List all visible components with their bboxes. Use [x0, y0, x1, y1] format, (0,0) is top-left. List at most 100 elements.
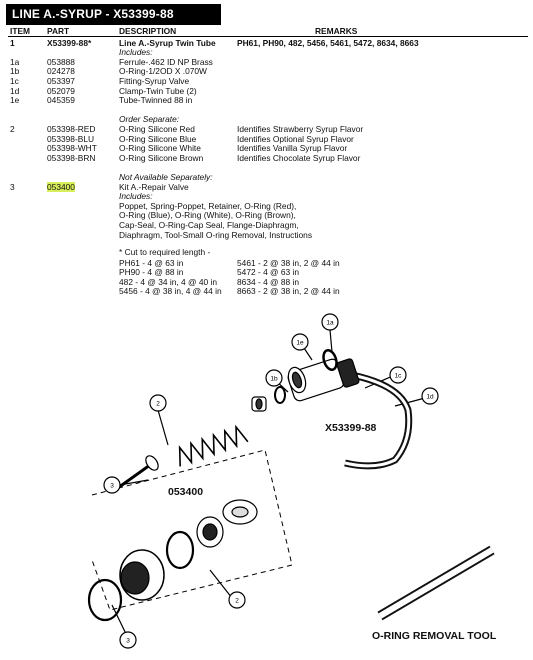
flange-center [231, 506, 249, 518]
table-cell-desc: O-Ring Silicone Blue [119, 133, 197, 144]
leader-line [329, 329, 333, 353]
small-o-ring [274, 386, 286, 404]
callout-3-bottom [119, 631, 137, 649]
cut-length-entry: 8634 - 4 @ 88 in [237, 276, 300, 287]
table-cell-desc: O-Ring (Blue), O-Ring (White), O-Ring (B… [119, 210, 296, 221]
cut-note: * Cut to required length - [119, 247, 211, 258]
poppet-head [145, 455, 159, 471]
assembly-label: X53399-88 [325, 422, 377, 434]
fitting-bore [291, 371, 303, 389]
callout-label: 1b [270, 376, 278, 383]
callout-1e [291, 333, 309, 351]
callout-1a [321, 313, 339, 331]
callout-label: 1d [426, 394, 434, 401]
table-cell-part: 024278 [47, 66, 75, 77]
o-ring-bottom [87, 578, 123, 622]
cut-length-entry: 8663 - 2 @ 38 in, 2 @ 44 in [237, 286, 340, 297]
table-cell-desc: Includes: [119, 191, 153, 202]
table-cell-desc: O-Ring Silicone Red [119, 123, 195, 134]
table-cell-desc: Not Available Separately: [119, 171, 213, 182]
twin-tube-highlight [344, 373, 411, 468]
callout-1c [389, 366, 407, 384]
leader-line [394, 397, 426, 407]
callout-label: 2 [235, 598, 239, 605]
table-cell-part: 053400 [47, 181, 75, 193]
header-remarks: REMARKS [315, 26, 358, 36]
callout-label: 1c [395, 373, 403, 380]
table-cell-desc: Fitting-Syrup Valve [119, 75, 190, 86]
table-cell-desc: Poppet, Spring-Poppet, Retainer, O-Ring … [119, 200, 297, 211]
retainer-hole [255, 398, 263, 410]
cut-length-entry: 5456 - 4 @ 38 in, 4 @ 44 in [119, 286, 222, 297]
leader-line [209, 569, 233, 599]
table-cell-desc: O-Ring Silicone White [119, 143, 201, 154]
table-cell-item: 1e [10, 95, 20, 106]
header-description: DESCRIPTION [119, 26, 177, 36]
callout-label: 2 [156, 401, 160, 408]
table-cell-item: 1b [10, 66, 20, 77]
table-cell-part: 052079 [47, 85, 75, 96]
cut-length-entry: 482 - 4 @ 34 in, 4 @ 40 in [119, 276, 218, 287]
table-cell-desc: Line A.-Syrup Twin Tube [119, 37, 216, 48]
table-cell-part: X53399-88* [47, 37, 92, 48]
table-cell-desc: Includes: [119, 47, 153, 58]
table-cell-part: 053398-WHT [47, 143, 97, 154]
cut-length-entry: 5472 - 4 @ 63 in [237, 267, 300, 278]
table-cell-desc: Tube-Twinned 88 in [119, 95, 193, 106]
callout-1d [421, 387, 439, 405]
callout-1b [265, 369, 283, 387]
header-part: PART [47, 26, 70, 36]
cut-length-entry: 5461 - 2 @ 38 in, 2 @ 44 in [237, 257, 340, 268]
table-cell-part: 053888 [47, 56, 75, 67]
table-cell-desc: O-Ring Silicone Brown [119, 152, 204, 163]
highlighted-part-number: 053400 [47, 181, 75, 192]
callout-label: 1a [326, 320, 334, 327]
kit-label: 053400 [168, 486, 204, 498]
table-cell-desc: Order Separate: [119, 114, 180, 125]
callout-label: 3 [110, 483, 114, 490]
table-cell-item: 3 [10, 181, 15, 192]
table-cell-remarks: Identifies Vanilla Syrup Flavor [237, 143, 348, 154]
callout-label: 1e [296, 340, 304, 347]
table-cell-desc: Ferrule-.462 ID NP Brass [119, 56, 213, 67]
ferrule [336, 358, 360, 388]
table-cell-remarks: Identifies Optional Syrup Flavor [237, 133, 354, 144]
cap-seal-inner [120, 561, 150, 595]
o-ring-1b [322, 349, 338, 371]
table-cell-desc: Kit A.-Repair Valve [119, 181, 189, 192]
section-title: LINE A.-SYRUP - X53399-88 [6, 4, 221, 25]
callout-3-top [103, 476, 121, 494]
tool-label: O-RING REMOVAL TOOL [372, 630, 497, 642]
callout-2-top [149, 394, 167, 412]
table-cell-part: 053398-BLU [47, 133, 95, 144]
removal-tool-highlight [378, 547, 494, 619]
kit-boundary [91, 449, 293, 611]
table-cell-part: 045359 [47, 95, 75, 106]
table-cell-part: 053398-RED [47, 123, 96, 134]
table-cell-desc: Cap-Seal, O-Ring-Cap Seal, Flange-Diaphr… [119, 219, 299, 230]
header-item: ITEM [10, 26, 31, 36]
table-cell-desc: Clamp-Twin Tube (2) [119, 85, 197, 96]
table-cell-part: 053398-BRN [47, 152, 96, 163]
exploded-parts-diagram: 1e 1a 1b 1c 1d 2 3 2 3 X53399-88 053400 … [0, 300, 533, 655]
o-ring-cap-seal [165, 530, 195, 570]
table-cell-desc: O-Ring-1/2OD X .070W [119, 66, 207, 77]
diaphragm-center [202, 523, 218, 541]
table-cell-desc: Diaphragm, Tool-Small O-ring Removal, In… [119, 229, 313, 240]
callout-label: 3 [126, 638, 130, 645]
table-cell-remarks: PH61, PH90, 482, 5456, 5461, 5472, 8634,… [237, 37, 419, 48]
table-cell-item: 1 [10, 37, 15, 48]
callout-2-bottom [228, 591, 246, 609]
header-divider [8, 36, 528, 37]
spring-poppet [178, 424, 249, 467]
poppet-stem [114, 463, 151, 492]
table-cell-item: 1d [10, 85, 20, 96]
cut-length-entry: PH61 - 4 @ 63 in [119, 257, 184, 268]
table-cell-item: 2 [10, 123, 15, 134]
leader-line [157, 409, 169, 446]
cut-length-entry: PH90 - 4 @ 88 in [119, 267, 184, 278]
table-cell-remarks: Identifies Chocolate Syrup Flavor [237, 152, 361, 163]
table-cell-remarks: Identifies Strawberry Syrup Flavor [237, 123, 364, 134]
table-cell-item: 1a [10, 56, 20, 67]
table-cell-item: 1c [10, 75, 19, 86]
